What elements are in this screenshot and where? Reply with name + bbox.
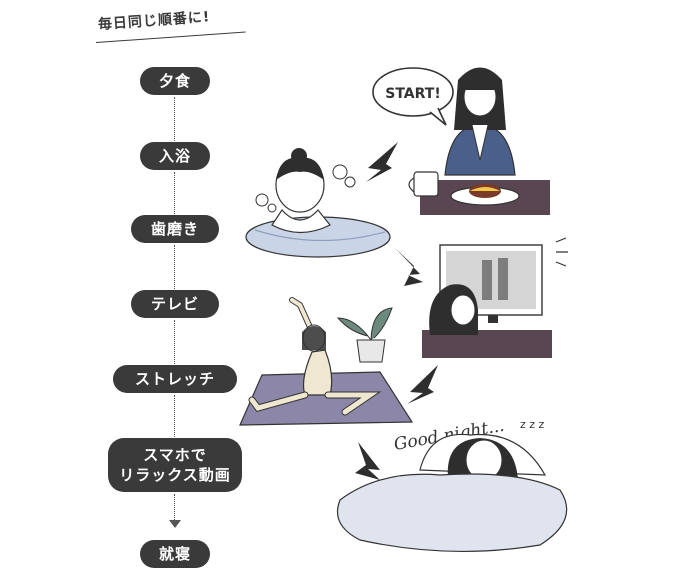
routine-steps: 夕食 入浴 歯磨き テレビ ストレッチ スマホで リラックス動画 就寝 (108, 67, 242, 568)
step-stretch: ストレッチ (113, 365, 237, 393)
dinner-scene (408, 67, 550, 215)
bath-scene (245, 148, 391, 258)
step-label: スマホで (143, 446, 207, 464)
step-label: 入浴 (158, 147, 191, 165)
step-label: テレビ (150, 295, 199, 313)
flow-connector (174, 320, 175, 364)
step-dinner: 夕食 (140, 67, 210, 95)
flow-arrow-icon (407, 365, 438, 404)
start-text: START! (385, 86, 440, 102)
step-label: ストレッチ (134, 370, 215, 388)
step-label: 夕食 (158, 72, 191, 90)
step-label: 歯磨き (150, 220, 199, 238)
flow-connector (174, 172, 175, 214)
step-brush-teeth: 歯磨き (131, 215, 219, 243)
start-speech-bubble: START! (372, 67, 454, 126)
sleep-text: z z z (520, 418, 545, 431)
step-phone-video: スマホで リラックス動画 (108, 438, 242, 492)
step-label: 就寝 (158, 545, 191, 563)
tv-scene (422, 237, 568, 358)
flow-connector (174, 395, 175, 437)
sleep-scene (336, 433, 568, 553)
flow-arrow-icon (395, 248, 423, 286)
flow-arrow-icon (355, 442, 380, 480)
flow-arrowhead (169, 520, 181, 528)
step-sleep: 就寝 (140, 540, 210, 568)
flow-connector (174, 97, 175, 141)
flow-connector (174, 245, 175, 289)
flow-arrow-icon (366, 142, 398, 182)
flow-connector (174, 494, 175, 524)
stretch-scene (239, 297, 414, 426)
step-label: リラックス動画 (119, 466, 231, 484)
step-tv: テレビ (131, 290, 219, 318)
step-bath: 入浴 (140, 142, 210, 170)
